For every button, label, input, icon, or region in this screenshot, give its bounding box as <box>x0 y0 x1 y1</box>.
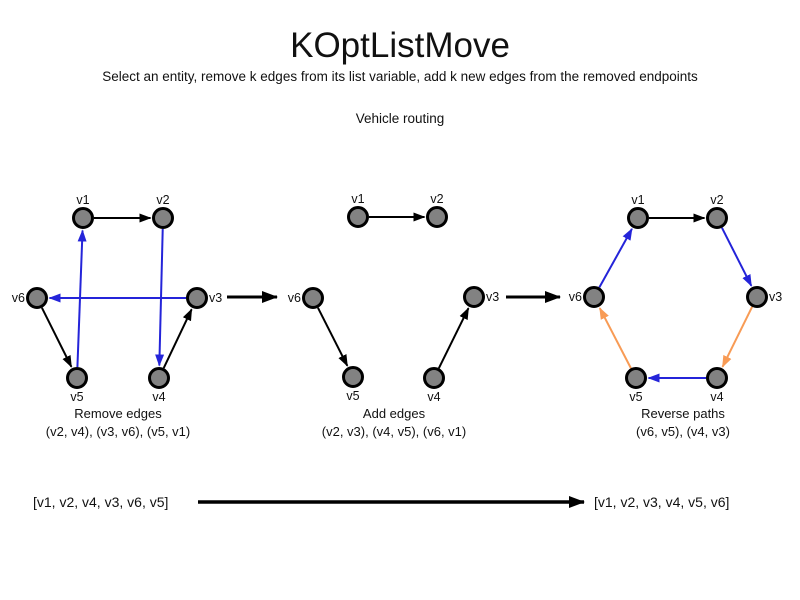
node-label-v5: v5 <box>346 389 359 403</box>
node-v4 <box>423 367 445 389</box>
node-label-v1: v1 <box>76 193 89 207</box>
node-v1 <box>627 207 649 229</box>
edge-v6-v5 <box>317 307 349 367</box>
add-edges-graph: v1 v2 v6 v3 v5 v4 <box>288 192 499 404</box>
edge-v5-v1 <box>76 229 87 368</box>
node-v2 <box>426 206 448 228</box>
caption-title: Add edges <box>362 406 426 421</box>
edge-v2-v3 <box>721 227 753 287</box>
edge-v4-v3 <box>437 307 470 369</box>
node-label-v2: v2 <box>430 192 443 206</box>
page-subtitle: Select an entity, remove k edges from it… <box>102 69 698 84</box>
reverse-paths-caption: Reverse paths (v6, v5), (v4, v3) <box>636 405 730 441</box>
node-label-v2: v2 <box>710 193 723 207</box>
edge-v3-v4 <box>721 306 754 368</box>
node-v3 <box>746 286 768 308</box>
caption-title: Remove edges <box>74 406 162 421</box>
node-label-v2: v2 <box>156 193 169 207</box>
node-label-v4: v4 <box>152 390 165 404</box>
node-v5 <box>625 367 647 389</box>
edge-v6-v5 <box>41 307 73 368</box>
node-label-v6: v6 <box>569 290 582 304</box>
node-label-v1: v1 <box>351 192 364 206</box>
edge-v6-v1 <box>598 228 633 288</box>
node-v1 <box>347 206 369 228</box>
node-v6 <box>583 286 605 308</box>
node-v2 <box>152 207 174 229</box>
node-v5 <box>342 366 364 388</box>
remove-edges-graph: v1 v2 v6 v3 v5 v4 <box>12 193 222 404</box>
node-label-v6: v6 <box>12 291 25 305</box>
node-v6 <box>26 287 48 309</box>
list-after: [v1, v2, v3, v4, v5, v6] <box>594 494 730 510</box>
node-v1 <box>72 207 94 229</box>
node-v4 <box>706 367 728 389</box>
caption-detail: (v6, v5), (v4, v3) <box>636 424 730 439</box>
edge-v4-v3 <box>162 308 193 369</box>
list-before: [v1, v2, v4, v3, v6, v5] <box>33 494 169 510</box>
caption-detail: (v2, v3), (v4, v5), (v6, v1) <box>321 424 467 439</box>
node-label-v4: v4 <box>427 390 440 404</box>
node-label-v3: v3 <box>769 290 782 304</box>
node-v3 <box>463 286 485 308</box>
node-label-v5: v5 <box>629 390 642 404</box>
reverse-paths-graph: v1 v2 v6 v3 v5 v4 <box>569 193 782 404</box>
node-label-v4: v4 <box>710 390 723 404</box>
node-v6 <box>302 287 324 309</box>
caption-title: Reverse paths <box>641 406 725 421</box>
node-label-v3: v3 <box>486 290 499 304</box>
remove-edges-caption: Remove edges (v2, v4), (v3, v6), (v5, v1… <box>46 405 190 441</box>
add-edges-caption: Add edges (v2, v3), (v4, v5), (v6, v1) <box>322 405 466 441</box>
section-label: Vehicle routing <box>355 111 445 126</box>
node-label-v5: v5 <box>70 390 83 404</box>
node-label-v3: v3 <box>209 291 222 305</box>
node-v4 <box>148 367 170 389</box>
node-label-v6: v6 <box>288 291 301 305</box>
page-title: KOptListMove <box>290 26 510 65</box>
node-v3 <box>186 287 208 309</box>
caption-detail: (v2, v4), (v3, v6), (v5, v1) <box>45 424 191 439</box>
edge-v5-v6 <box>598 307 632 369</box>
node-label-v1: v1 <box>631 193 644 207</box>
node-v2 <box>706 207 728 229</box>
node-v5 <box>66 367 88 389</box>
